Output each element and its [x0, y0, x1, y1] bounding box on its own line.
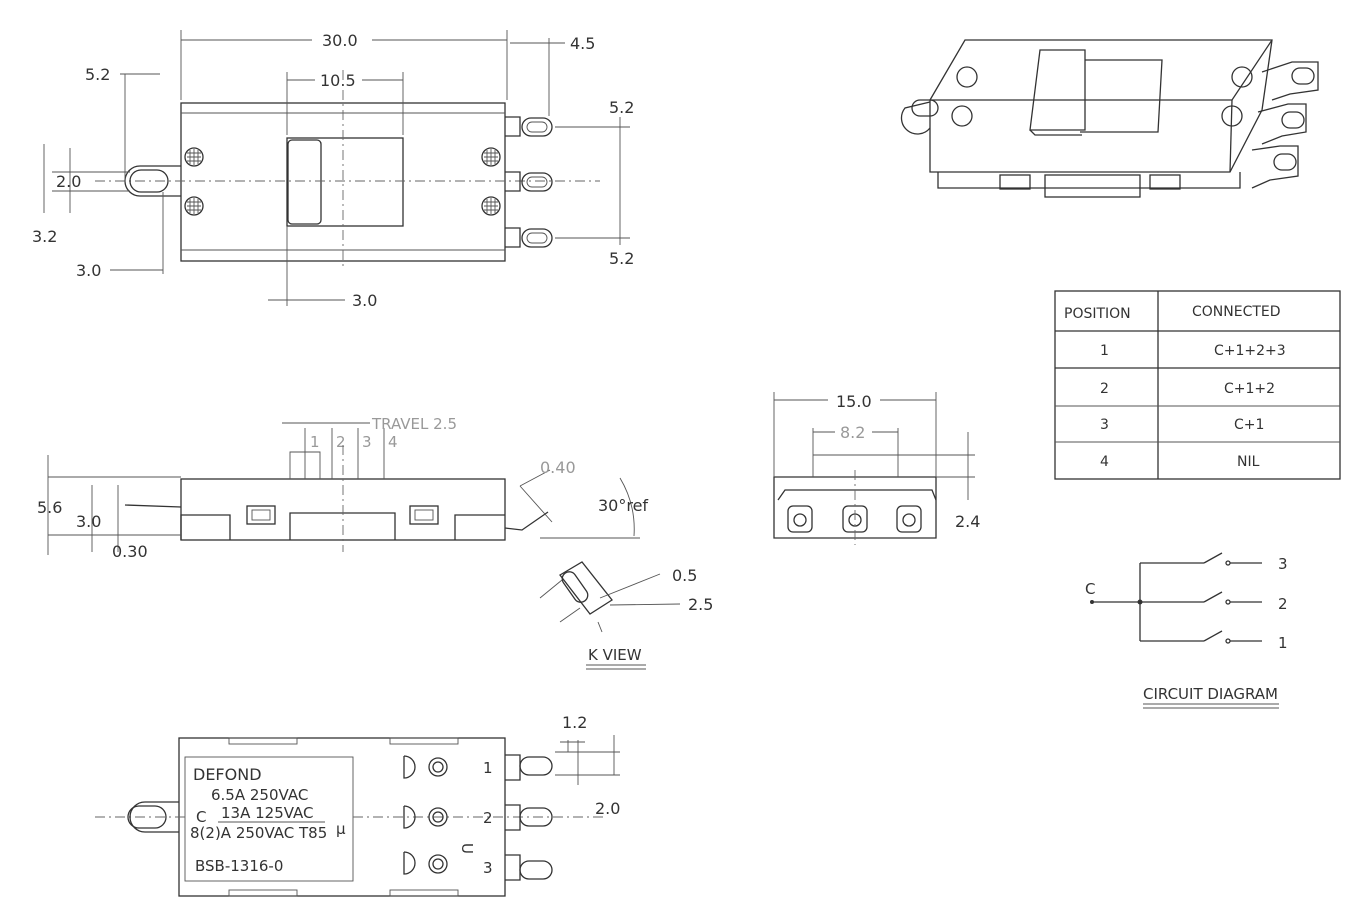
- marking-side-mark: U: [458, 843, 476, 854]
- dim-height: 5.6: [37, 498, 62, 517]
- k-view-label: K VIEW: [588, 646, 642, 664]
- travel-position-label: 3: [362, 433, 372, 451]
- slider-knob: [287, 139, 322, 225]
- travel-position-label: 1: [310, 433, 320, 451]
- solder-tab-group: [505, 116, 553, 248]
- circuit-terminal-label: 3: [1278, 555, 1288, 573]
- dim-lead-thickness: 0.40: [540, 458, 576, 477]
- dim-travel: TRAVEL 2.5: [371, 415, 457, 433]
- marking-brand: DEFOND: [193, 765, 262, 784]
- marking-common-label: C: [196, 808, 206, 826]
- contact-icon: [403, 755, 448, 875]
- dim-hole-dia: 2.0: [56, 172, 81, 191]
- k-view: 0.5 2.5 K VIEW: [539, 561, 713, 670]
- dim-tab-pitch-bottom: 5.2: [609, 249, 634, 268]
- marking-temp-mark: μ: [336, 820, 346, 838]
- circuit-terminal-label: 1: [1278, 634, 1288, 652]
- isometric-view: [900, 39, 1319, 198]
- table-cell-connected: C+1+2+3: [1214, 343, 1286, 359]
- dim-hole-offset: 3.2: [32, 227, 57, 246]
- dim-thickness: 0.30: [112, 542, 148, 561]
- marking-rating-line1: 6.5A 250VAC: [211, 786, 308, 804]
- rivet-icon: [184, 147, 501, 216]
- position-table: POSITION CONNECTED 1 C+1+2+3 2 C+1+2 3 C…: [1054, 290, 1341, 480]
- circuit-diagram: C 3 2 1 CIRCUIT DIAGRAM: [1085, 552, 1288, 709]
- marking-rating-line2: 13A 125VAC: [221, 804, 314, 822]
- table-cell-connected: C+1+2: [1224, 381, 1275, 397]
- marking-rating-line3: 8(2)A 250VAC T85: [190, 824, 327, 842]
- dim-depth: 15.0: [836, 392, 872, 411]
- dim-width: 30.0: [322, 31, 358, 50]
- table-cell-position: 1: [1100, 343, 1109, 359]
- side-view: TRAVEL 2.5 1 2 3 4 5.6 3.0 0.30 0.40 30°…: [37, 415, 648, 561]
- circuit-common-label: C: [1085, 580, 1095, 598]
- terminal-label: 2: [483, 809, 493, 827]
- top-view: 30.0 4.5 10.5 5.2 5.2 5.2 2.0 3.2 3.0 3.…: [32, 30, 634, 310]
- terminal-label: 1: [483, 759, 493, 777]
- table-header-connected: CONNECTED: [1192, 304, 1281, 320]
- dim-lug-length: 3.0: [76, 261, 101, 280]
- dim-knob-offset: 3.0: [352, 291, 377, 310]
- terminal-label: 3: [483, 859, 493, 877]
- dim-body-height: 3.0: [76, 512, 101, 531]
- dim-tab-pitch-top: 5.2: [609, 98, 634, 117]
- isometric-knob: [1029, 49, 1086, 131]
- dim-tab-spacing: 2.0: [595, 799, 620, 818]
- dim-k-width: 0.5: [672, 566, 697, 585]
- dim-bend-angle: 30°ref: [598, 496, 648, 515]
- dim-k-length: 2.5: [688, 595, 713, 614]
- dim-tab-offset: 4.5: [570, 34, 595, 53]
- travel-position-label: 2: [336, 433, 346, 451]
- end-view-body: [773, 476, 937, 539]
- travel-position-label: 4: [388, 433, 398, 451]
- table-cell-position: 3: [1100, 417, 1109, 433]
- end-view: 15.0 8.2 2.4: [773, 392, 980, 545]
- table-cell-connected: NIL: [1237, 454, 1260, 470]
- dim-inner-depth: 8.2: [840, 423, 865, 442]
- circuit-title: CIRCUIT DIAGRAM: [1143, 685, 1278, 703]
- dim-left-offset: 5.2: [85, 65, 110, 84]
- table-header-position: POSITION: [1064, 306, 1131, 322]
- table-cell-position: 2: [1100, 381, 1109, 397]
- dim-knob-width: 10.5: [320, 71, 356, 90]
- circuit-terminal-label: 2: [1278, 595, 1288, 613]
- bottom-view: DEFOND 6.5A 250VAC 13A 125VAC 8(2)A 250V…: [95, 713, 620, 897]
- table-cell-connected: C+1: [1234, 417, 1264, 433]
- top-view-body: [180, 102, 506, 262]
- dim-tab-width: 1.2: [562, 713, 587, 732]
- solder-tab-group: [505, 754, 553, 881]
- slider-window: [286, 137, 404, 227]
- table-cell-position: 4: [1100, 454, 1109, 470]
- dim-end-height: 2.4: [955, 512, 980, 531]
- marking-part-number: BSB-1316-0: [195, 857, 283, 875]
